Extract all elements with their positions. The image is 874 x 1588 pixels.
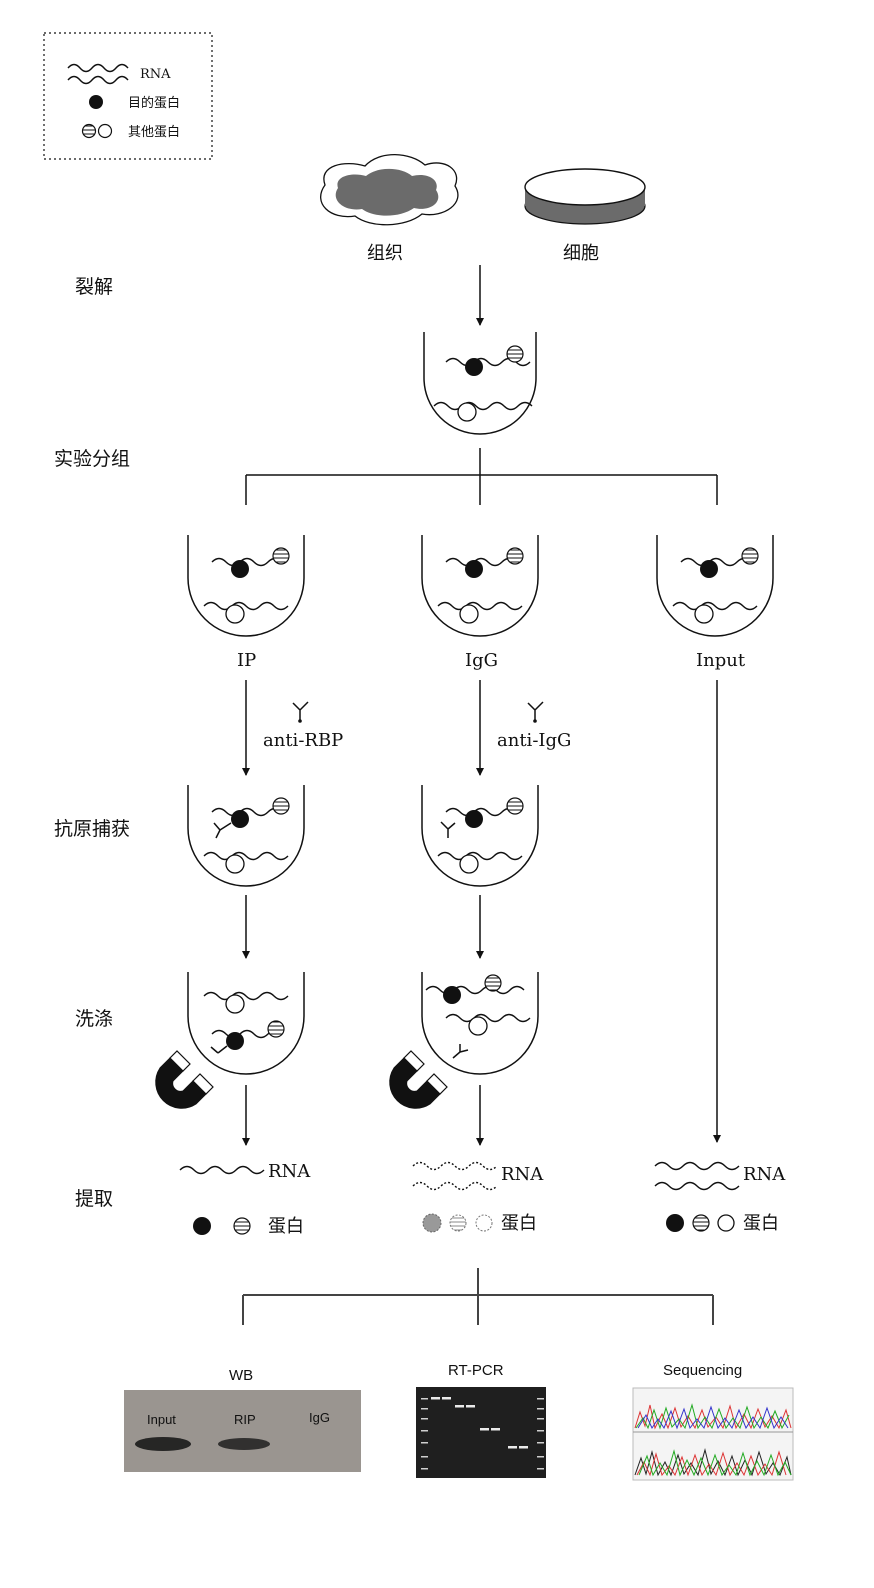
rna-wave-icon xyxy=(412,1181,498,1191)
wb-lane-label: Input xyxy=(147,1412,176,1427)
tube-ip-wash xyxy=(187,972,305,1075)
magnet-icon xyxy=(155,1050,214,1109)
wb-title: WB xyxy=(229,1367,253,1384)
rtpcr-title: RT-PCR xyxy=(448,1362,504,1379)
tube-ip xyxy=(187,535,305,637)
hatched-protein-icon xyxy=(692,1214,710,1232)
step-grouping-label: 实验分组 xyxy=(54,448,130,470)
open-protein-icon xyxy=(97,123,113,139)
tube-input xyxy=(656,535,774,637)
group-igg-label: IgG xyxy=(465,650,498,671)
legend-box: RNA 目的蛋白 其他蛋白 xyxy=(43,32,213,160)
target-protein-icon xyxy=(422,1213,442,1233)
western-blot-image: Input RIP IgG xyxy=(124,1390,361,1472)
antibody-icon xyxy=(292,701,309,723)
target-protein-icon xyxy=(666,1214,684,1232)
cell-dish-icon xyxy=(524,168,646,225)
igg-rna-label: RNA xyxy=(501,1164,544,1185)
lysate-tube xyxy=(423,332,537,435)
input-protein-label: 蛋白 xyxy=(743,1213,779,1234)
hatched-protein-icon xyxy=(449,1214,467,1232)
tube-igg xyxy=(421,535,539,637)
source-tissue-label: 组织 xyxy=(367,243,403,264)
antibody-igg-label: anti-IgG xyxy=(497,730,571,751)
open-protein-icon xyxy=(717,1214,735,1232)
hatched-protein-icon xyxy=(233,1217,251,1235)
rna-wave-icon xyxy=(179,1165,265,1175)
step-extract-label: 提取 xyxy=(75,1188,113,1210)
sequencing-title: Sequencing xyxy=(663,1362,742,1379)
wb-lane-label: IgG xyxy=(309,1410,330,1425)
rtpcr-gel-image xyxy=(416,1387,546,1478)
antibody-icon xyxy=(527,701,544,723)
rna-wave-icon xyxy=(67,63,129,73)
rna-wave-icon xyxy=(67,75,129,85)
input-rna-label: RNA xyxy=(743,1164,786,1185)
magnet-icon xyxy=(389,1050,448,1109)
ip-protein-label: 蛋白 xyxy=(268,1216,304,1237)
tube-igg-capture xyxy=(421,785,539,887)
step-lysis-label: 裂解 xyxy=(75,276,113,298)
step-capture-label: 抗原捕获 xyxy=(54,818,130,840)
legend-target-protein-label: 目的蛋白 xyxy=(128,95,180,111)
open-protein-icon xyxy=(475,1214,493,1232)
group-ip-label: IP xyxy=(237,650,256,671)
ip-rna-label: RNA xyxy=(268,1161,311,1182)
sequencing-chromatogram xyxy=(632,1387,794,1481)
rna-wave-icon xyxy=(654,1161,740,1171)
group-branch-lines xyxy=(245,448,718,505)
antibody-ip-label: anti-RBP xyxy=(263,730,343,751)
legend-rna-label: RNA xyxy=(140,67,171,82)
rna-wave-icon xyxy=(412,1161,498,1171)
tube-ip-capture xyxy=(187,785,305,887)
tube-igg-wash xyxy=(421,972,539,1075)
analysis-branch-lines xyxy=(242,1268,714,1325)
target-protein-icon xyxy=(193,1217,211,1235)
rna-wave-icon xyxy=(654,1181,740,1191)
tissue-icon xyxy=(320,154,459,226)
igg-protein-label: 蛋白 xyxy=(501,1213,537,1234)
source-cell-label: 细胞 xyxy=(563,243,599,264)
group-input-label: Input xyxy=(696,650,746,671)
hatched-protein-icon xyxy=(81,123,97,139)
legend-other-protein-label: 其他蛋白 xyxy=(128,124,180,140)
wb-lane-label: RIP xyxy=(234,1412,256,1427)
target-protein-icon xyxy=(89,95,103,109)
step-wash-label: 洗涤 xyxy=(75,1008,113,1030)
